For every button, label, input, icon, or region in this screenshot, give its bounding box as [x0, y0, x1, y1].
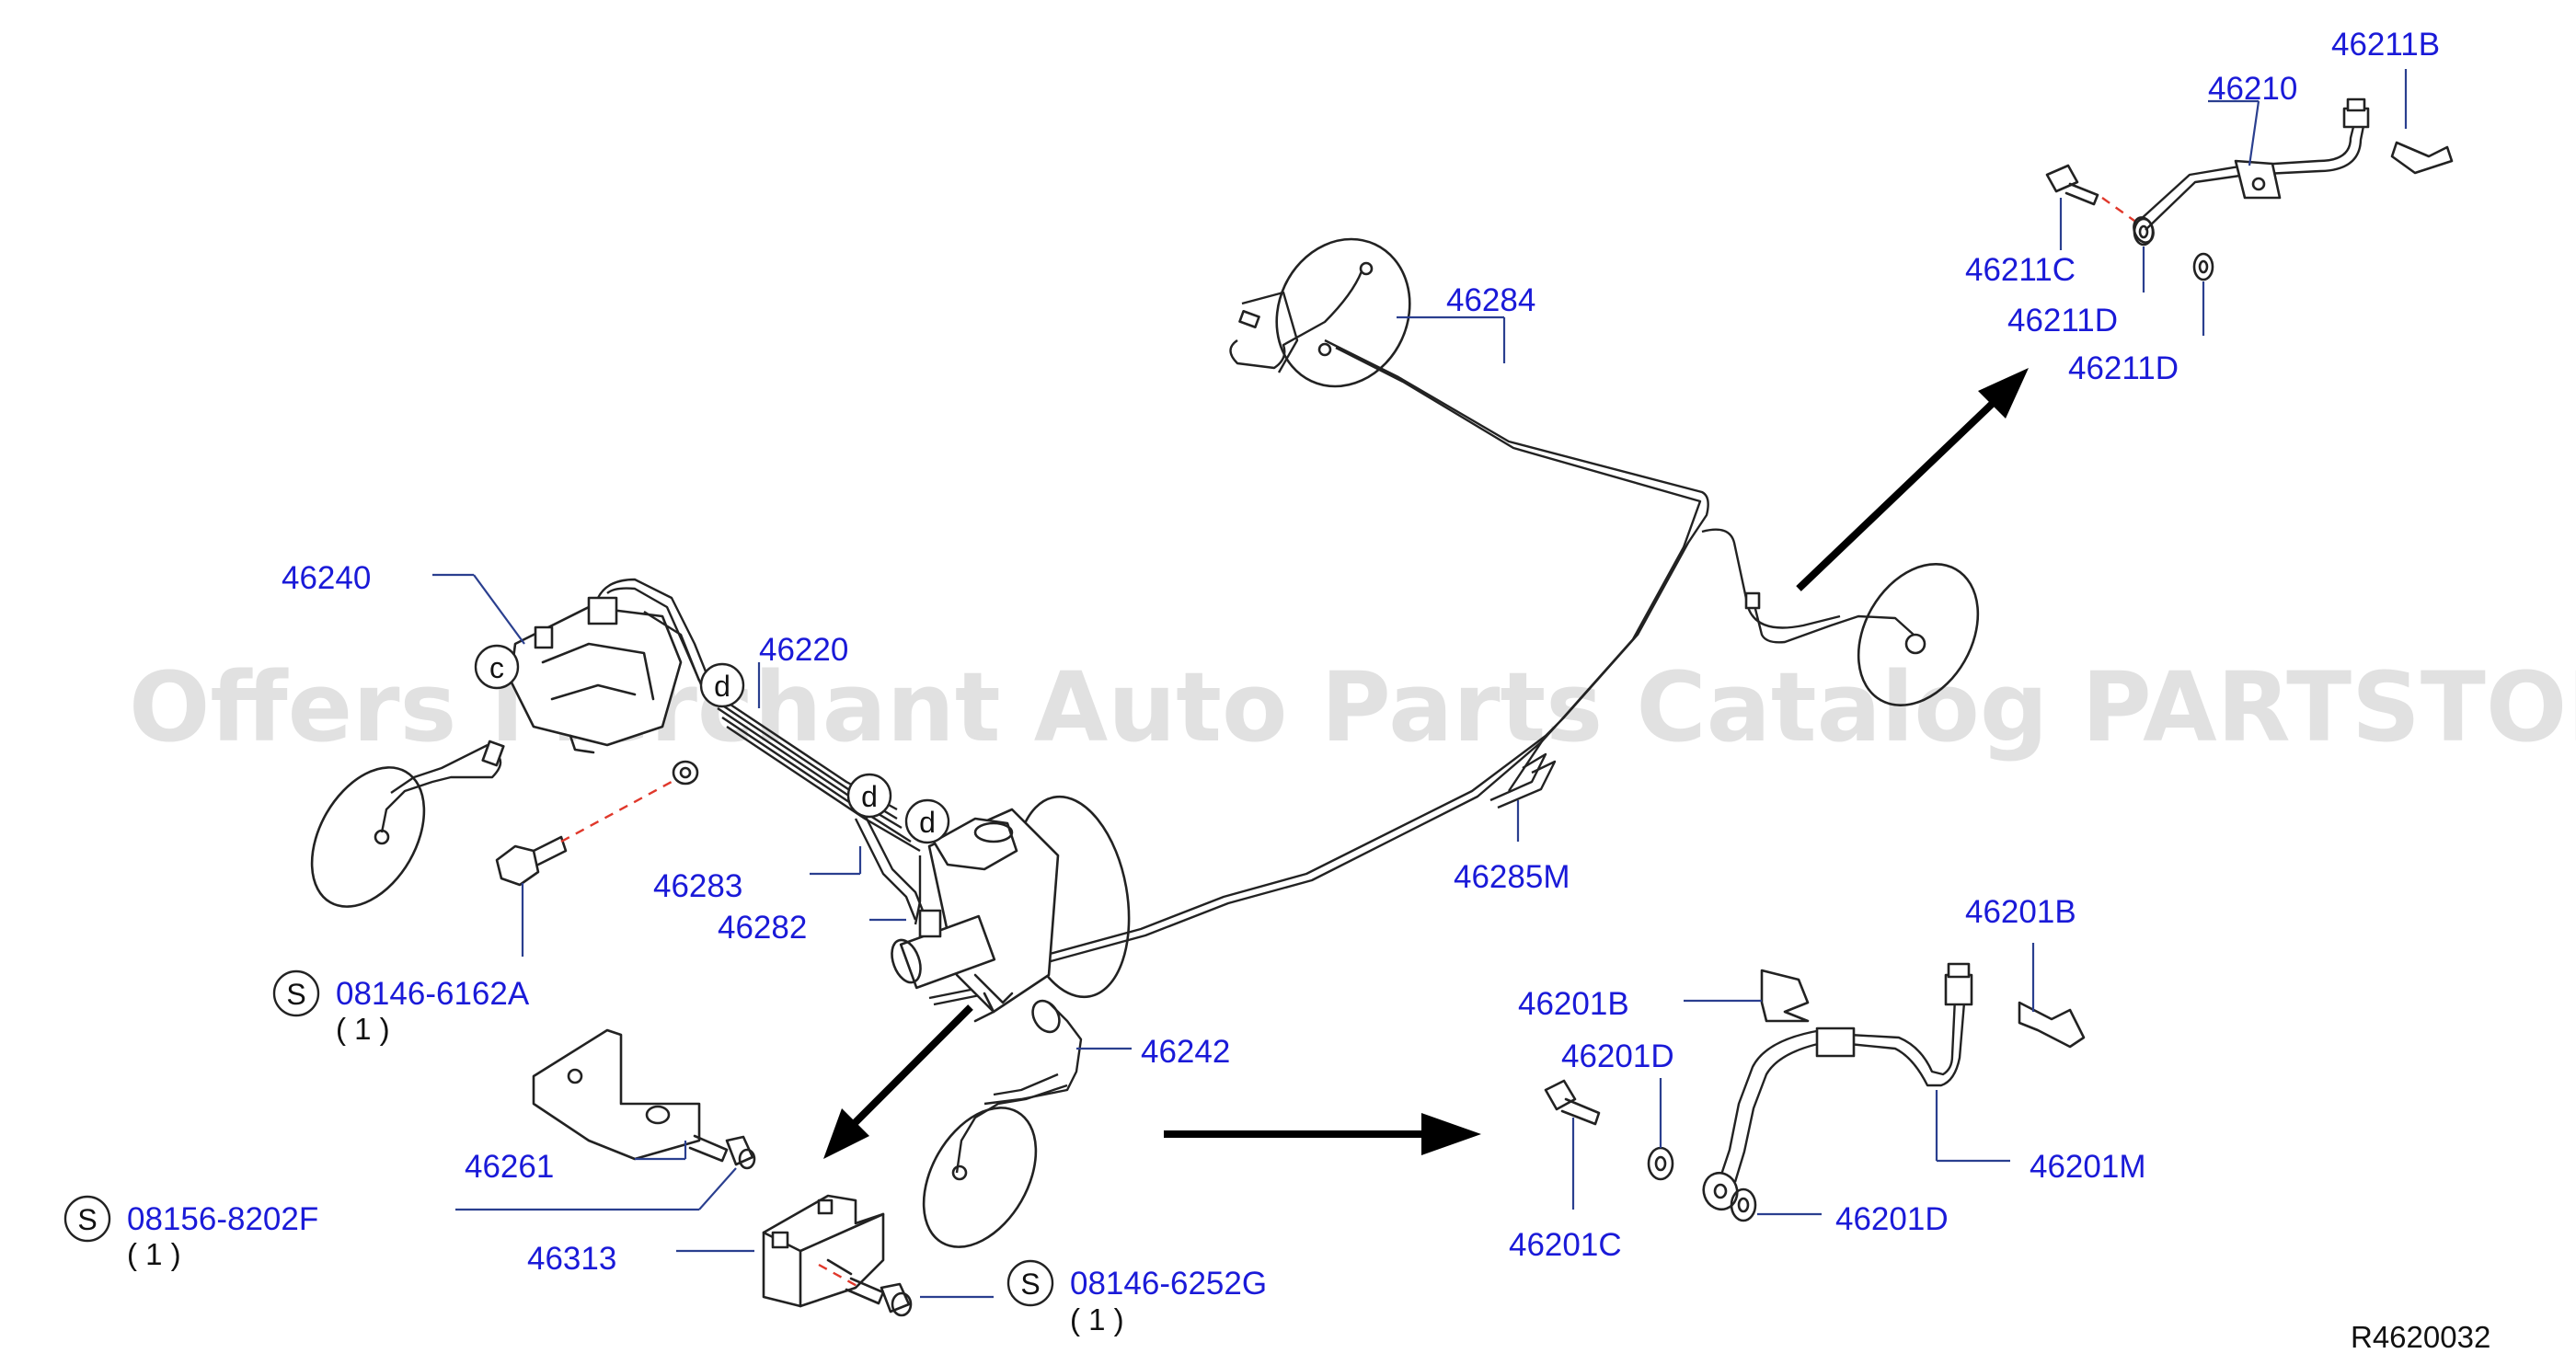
label-46313[interactable]: 46313	[527, 1241, 616, 1277]
brake-rotor-front-left	[310, 740, 505, 908]
label-46284[interactable]: 46284	[1446, 282, 1535, 318]
service-code[interactable]: 08156-8202F	[127, 1201, 318, 1237]
label-46210[interactable]: 46210	[2208, 71, 2297, 107]
callout-d-3: d	[904, 798, 950, 844]
direction-arrow-lower-left	[823, 1004, 973, 1159]
service-code[interactable]: 08146-6252G	[1070, 1266, 1267, 1302]
callout-c: c	[474, 644, 520, 690]
service-mark-icon	[1006, 1259, 1054, 1307]
abs-actuator-46240[interactable]	[509, 578, 715, 754]
clip-46201B-b[interactable]	[2018, 1001, 2086, 1049]
label-46282[interactable]: 46282	[718, 910, 807, 946]
bolt-08146-6252G[interactable]	[845, 1277, 913, 1317]
service-code[interactable]: 08146-6162A	[336, 976, 530, 1012]
svg-text:S: S	[77, 1203, 97, 1236]
direction-arrow-right	[1164, 1113, 1481, 1155]
brake-tube-46285M[interactable]	[1489, 752, 1557, 809]
label-46285M[interactable]: 46285M	[1454, 859, 1570, 895]
bolt-08146-6162A[interactable]	[495, 835, 568, 887]
bolt-46201C[interactable]	[1544, 1079, 1601, 1126]
label-46201B-b[interactable]: 46201B	[1965, 894, 2076, 930]
svg-text:S: S	[1020, 1268, 1040, 1301]
diagram-code: R4620032	[2351, 1320, 2490, 1354]
brake-tube-46242[interactable]	[983, 996, 1083, 1106]
label-46220[interactable]: 46220	[759, 632, 848, 668]
svg-text:S: S	[286, 978, 305, 1011]
label-46240[interactable]: 46240	[282, 560, 371, 596]
svg-text:d: d	[861, 780, 878, 813]
service-qty: ( 1 )	[336, 1012, 390, 1046]
bolt-08156-8202F[interactable]	[688, 1134, 756, 1170]
label-46211D-b[interactable]: 46211D	[2068, 350, 2179, 386]
block-46313[interactable]	[762, 1194, 885, 1308]
label-46201M[interactable]: 46201M	[2030, 1149, 2145, 1185]
washer-actuator[interactable]	[672, 760, 699, 786]
label-46201D-a[interactable]: 46201D	[1561, 1038, 1674, 1074]
service-qty: ( 1 )	[127, 1237, 181, 1271]
label-46211D-a[interactable]: 46211D	[2007, 303, 2118, 338]
svg-text:d: d	[714, 670, 730, 703]
service-mark-icon	[272, 969, 320, 1017]
direction-arrow-upper-right	[1796, 368, 2029, 591]
bracket-46261[interactable]	[532, 1028, 701, 1161]
label-46261[interactable]: 46261	[465, 1149, 554, 1185]
clip-46211B[interactable]	[2390, 141, 2454, 175]
label-46242[interactable]: 46242	[1141, 1034, 1230, 1070]
service-mark-icon	[63, 1195, 111, 1243]
clip-46201B-a[interactable]	[1760, 969, 1810, 1023]
washer-46211D-b[interactable]	[2192, 252, 2214, 281]
part-labels: 46211B 46210 46211C 46211D 46211D 46284 …	[282, 27, 2440, 1277]
brake-tube-46282[interactable]	[914, 855, 922, 925]
label-46201C[interactable]: 46201C	[1509, 1227, 1622, 1263]
label-46201B-a[interactable]: 46201B	[1518, 986, 1629, 1022]
label-46211C[interactable]: 46211C	[1965, 252, 2076, 288]
service-part-08146-6252G[interactable]: S 08146-6252G ( 1 )	[1006, 1259, 1267, 1336]
callout-d-1: d	[699, 662, 745, 708]
brake-hose-46210[interactable]	[2131, 98, 2370, 246]
brake-rotor-lower	[922, 1072, 1068, 1248]
svg-text:d: d	[919, 806, 936, 839]
label-46201D-b[interactable]: 46201D	[1835, 1201, 1949, 1237]
service-part-08156-8202F[interactable]: S 08156-8202F ( 1 )	[63, 1195, 318, 1271]
svg-text:c: c	[489, 651, 504, 684]
brake-rotor-rear-right	[1744, 562, 1980, 707]
service-qty: ( 1 )	[1070, 1302, 1124, 1336]
callout-d-2: d	[846, 773, 892, 819]
washer-46201D-b[interactable]	[1730, 1187, 1757, 1222]
label-46211B[interactable]: 46211B	[2331, 27, 2440, 63]
brake-rotor-front-upper	[1229, 237, 1411, 388]
brake-hose-46201M[interactable]	[1698, 962, 1973, 1214]
label-46283[interactable]: 46283	[653, 868, 742, 904]
leader-lines	[432, 69, 2408, 1299]
washer-46211D-a[interactable]	[2133, 217, 2155, 247]
washer-46201D-a[interactable]	[1647, 1146, 1674, 1181]
brake-master-cylinder	[891, 795, 1131, 1023]
service-part-08146-6162A[interactable]: S 08146-6162A ( 1 )	[272, 969, 530, 1046]
bolt-46211C[interactable]	[2045, 164, 2099, 206]
